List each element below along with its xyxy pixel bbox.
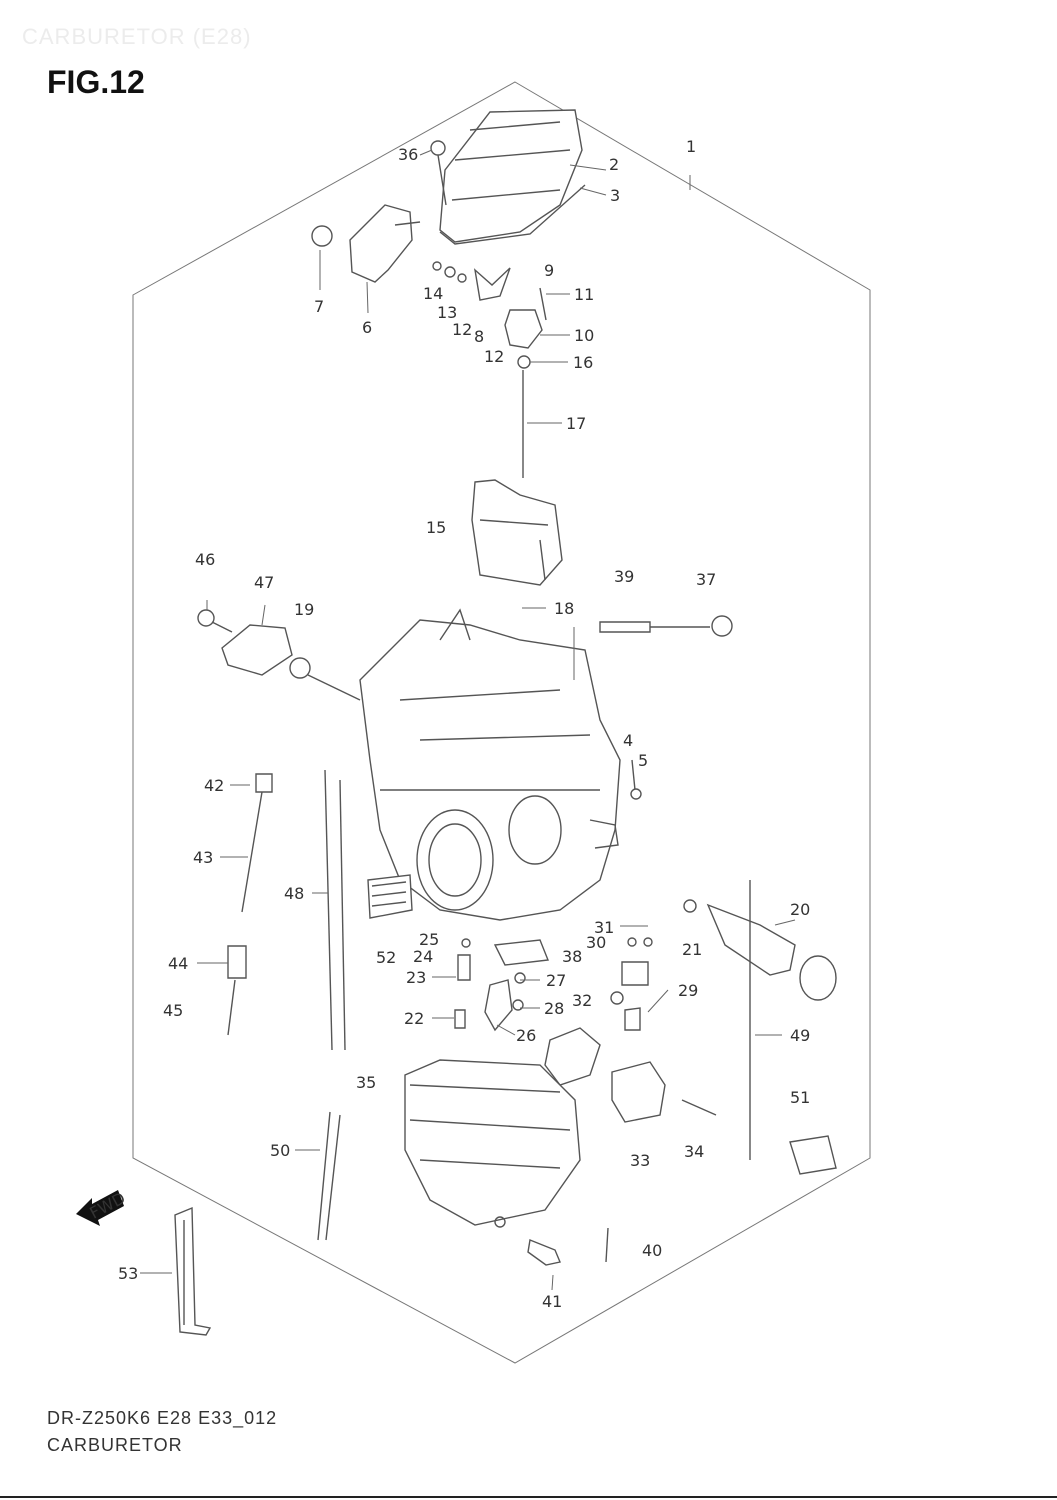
carb-top-cap (439, 109, 586, 245)
part-label-49: 49 (790, 1026, 810, 1045)
part-label-39: 39 (614, 567, 634, 586)
hose-clamp (174, 1206, 212, 1336)
part-label-36: 36 (398, 145, 418, 164)
part-label-25: 25 (419, 930, 439, 949)
throttle-link-bracket (311, 204, 421, 283)
part-labels: 1 2 3 36 7 6 9 11 14 13 12 8 10 12 16 17… (118, 137, 810, 1311)
part-label-51: 51 (790, 1088, 810, 1107)
vent-hoses (227, 769, 346, 1051)
part-label-44: 44 (168, 954, 188, 973)
part-label-46: 46 (195, 550, 215, 569)
part-label-10: 10 (574, 326, 594, 345)
part-label-3: 3 (610, 186, 620, 205)
part-label-14: 14 (423, 284, 443, 303)
part-label-17: 17 (566, 414, 586, 433)
part-label-31: 31 (594, 918, 614, 937)
jet-set (454, 937, 653, 1032)
part-label-7: 7 (314, 297, 324, 316)
part-label-34: 34 (684, 1142, 704, 1161)
bottom-rule (0, 1496, 1057, 1498)
part-label-29: 29 (678, 981, 698, 1000)
carburetor-body (359, 608, 621, 921)
part-label-35: 35 (356, 1073, 376, 1092)
part-label-4: 4 (623, 731, 633, 750)
starter-plunger (683, 880, 837, 1175)
part-label-1: 1 (686, 137, 696, 156)
part-label-32: 32 (572, 991, 592, 1010)
throttle-valve (471, 479, 563, 586)
part-label-40: 40 (642, 1241, 662, 1260)
part-label-26: 26 (516, 1026, 536, 1045)
top-cap-screw (430, 140, 447, 206)
part-label-23: 23 (406, 968, 426, 987)
part-label-50: 50 (270, 1141, 290, 1160)
part-label-11: 11 (574, 285, 594, 304)
part-label-18: 18 (554, 599, 574, 618)
part-label-15: 15 (426, 518, 446, 537)
part-label-27: 27 (546, 971, 566, 990)
part-label-48: 48 (284, 884, 304, 903)
fuel-fitting (599, 615, 733, 637)
accelerator-pump (544, 1027, 717, 1123)
part-label-41: 41 (542, 1292, 562, 1311)
drain-screws (317, 1111, 609, 1266)
body-screw (630, 759, 642, 800)
throttle-stop-assembly (197, 609, 361, 701)
footer-section-name: CARBURETOR (47, 1435, 183, 1455)
part-label-43: 43 (193, 848, 213, 867)
part-label-47: 47 (254, 573, 274, 592)
part-label-42: 42 (204, 776, 224, 795)
part-label-33: 33 (630, 1151, 650, 1170)
part-label-22: 22 (404, 1009, 424, 1028)
part-label-20: 20 (790, 900, 810, 919)
part-label-45: 45 (163, 1001, 183, 1020)
part-label-37: 37 (696, 570, 716, 589)
float-bowl (404, 1059, 581, 1228)
part-label-24: 24 (413, 947, 433, 966)
footer-model-code: DR-Z250K6 E28 E33_012 (47, 1408, 278, 1428)
part-label-6: 6 (362, 318, 372, 337)
part-label-9: 9 (544, 261, 554, 280)
part-label-12-lower: 12 (484, 347, 504, 366)
part-label-5: 5 (638, 751, 648, 770)
forward-arrow-icon: FWD (76, 1188, 128, 1226)
fwd-badge-text: FWD (86, 1188, 128, 1222)
diagram-frame (132, 81, 871, 1364)
part-label-53: 53 (118, 1264, 138, 1283)
part-label-8: 8 (474, 327, 484, 346)
part-label-12-upper: 12 (452, 320, 472, 339)
part-label-13: 13 (437, 303, 457, 322)
figure-title: FIG.12 (47, 64, 145, 100)
part-label-16: 16 (573, 353, 593, 372)
ghost-title: CARBURETOR (E28) (22, 24, 252, 49)
throttle-small-parts (432, 261, 547, 369)
part-label-21: 21 (682, 940, 702, 959)
part-label-30: 30 (586, 933, 606, 952)
part-label-2: 2 (609, 155, 619, 174)
part-label-38: 38 (562, 947, 582, 966)
part-label-19: 19 (294, 600, 314, 619)
part-label-52: 52 (376, 948, 396, 967)
leader-lines (140, 149, 796, 1291)
part-label-28: 28 (544, 999, 564, 1018)
